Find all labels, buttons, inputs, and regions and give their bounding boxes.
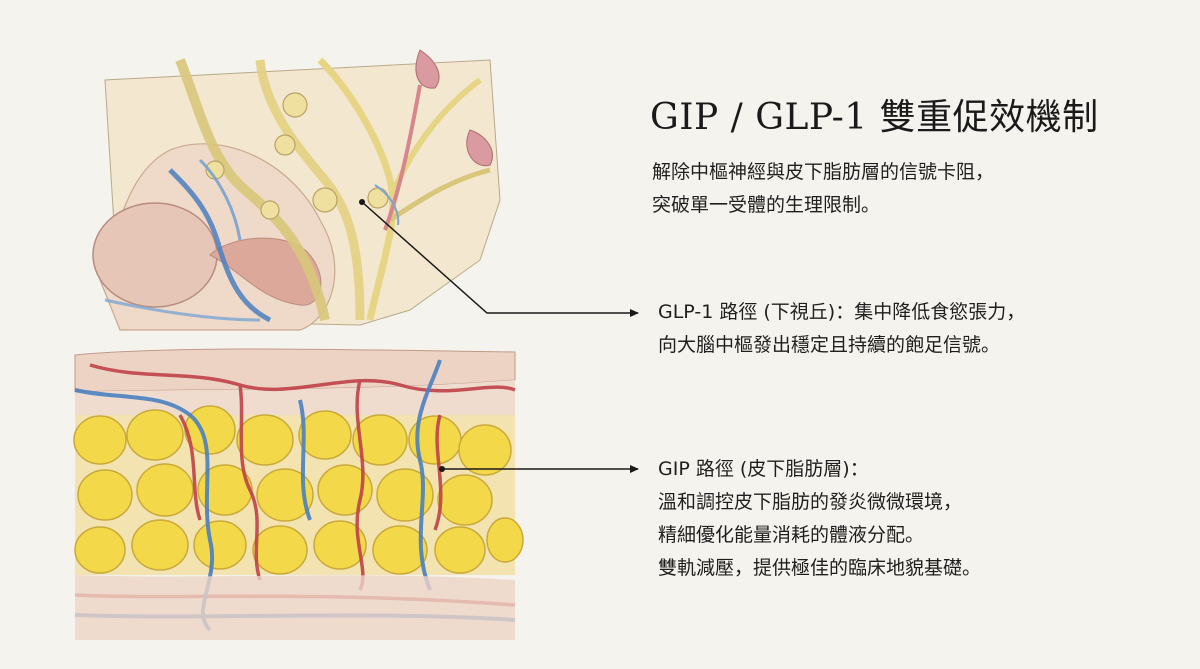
gip-pathway-text: GIP 路徑 (皮下脂肪層)： 溫和調控皮下脂肪的發炎微微環境， 精細優化能量消… (658, 453, 981, 585)
subcutaneous-fat-illustration (73, 348, 524, 640)
hypothalamus-illustration (92, 49, 501, 331)
intro-line: 解除中樞神經與皮下脂肪層的信號卡阻， (652, 161, 995, 183)
gip-line: 雙軌減壓，提供極佳的臨床地貌基礎。 (658, 557, 982, 579)
glp1-line: 向大腦中樞發出穩定且持續的飽足信號。 (658, 334, 1001, 356)
glp1-pathway-text: GLP-1 路徑 (下視丘)：集中降低食慾張力， 向大腦中樞發出穩定且持續的飽足… (658, 296, 1025, 362)
anatomical-illustration (73, 49, 524, 640)
gip-line: GIP 路徑 (皮下脂肪層)： (658, 458, 869, 480)
intro-line: 突破單一受體的生理限制。 (652, 194, 881, 216)
intro-text: 解除中樞神經與皮下脂肪層的信號卡阻， 突破單一受體的生理限制。 (652, 156, 994, 222)
glp1-line: GLP-1 路徑 (下視丘)：集中降低食慾張力， (658, 301, 1026, 323)
gip-line: 溫和調控皮下脂肪的發炎微微環境， (658, 491, 963, 513)
page-title: GIP / GLP-1 雙重促效機制 (650, 97, 1099, 138)
gip-line: 精細優化能量消耗的體液分配。 (658, 524, 925, 546)
